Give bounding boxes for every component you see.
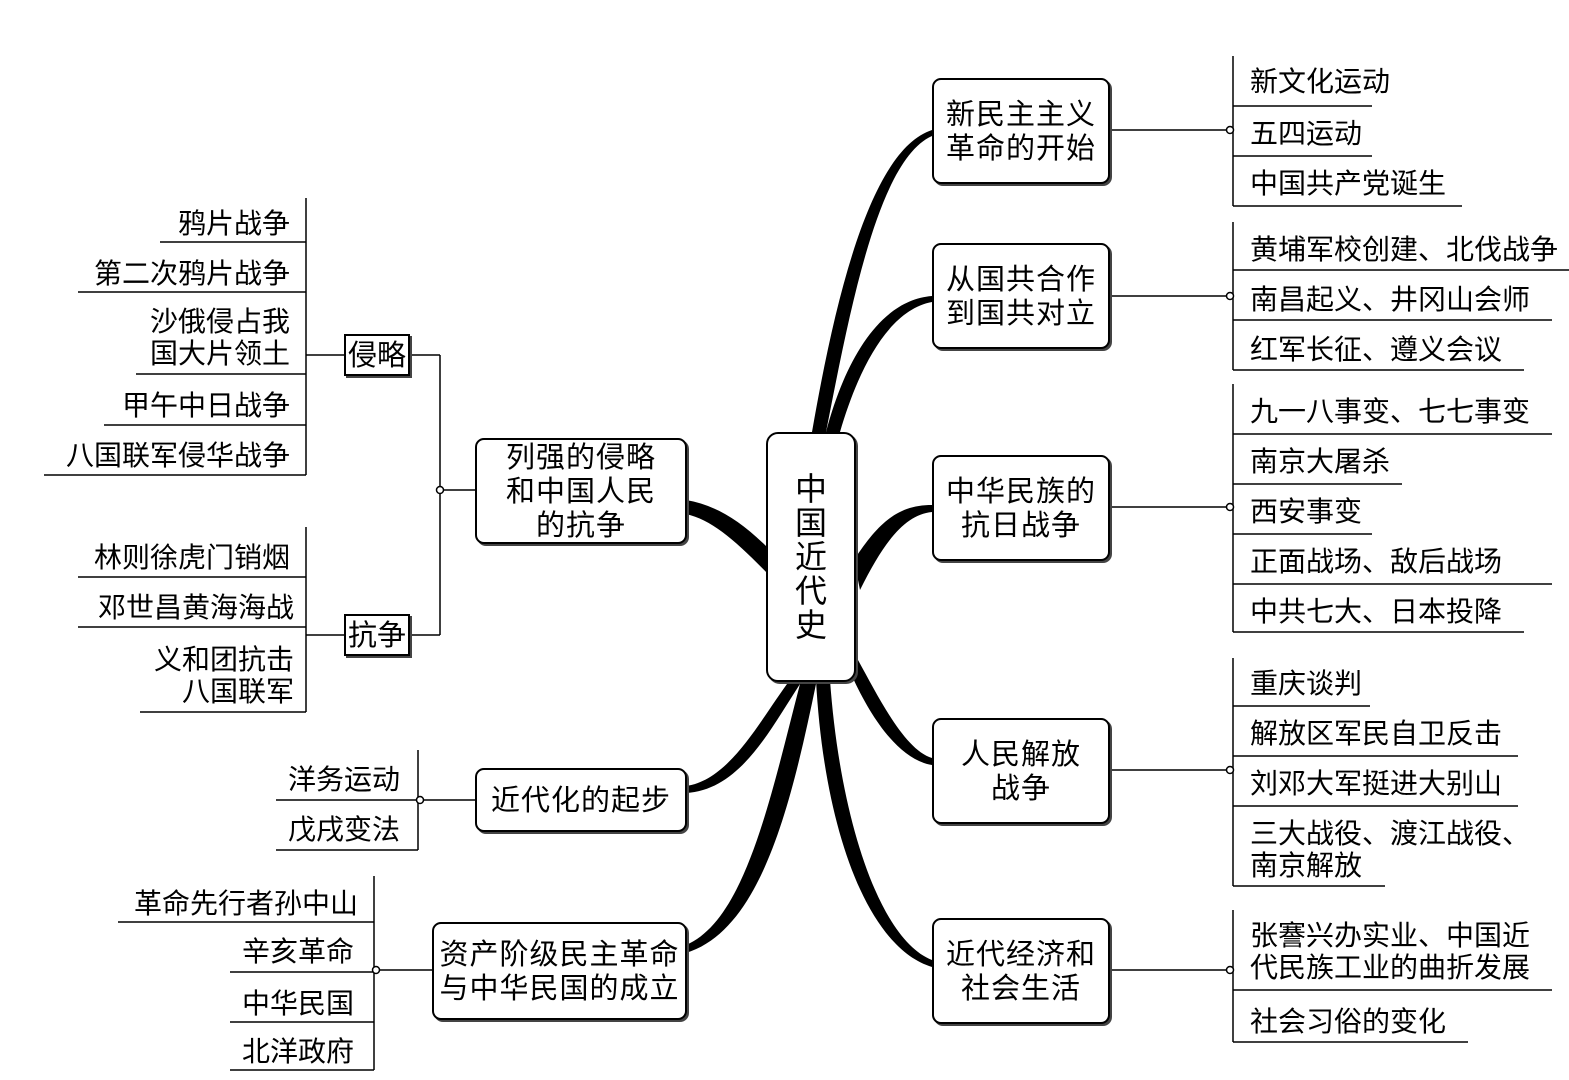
node-modernization: 近代化的起步 xyxy=(475,768,687,832)
branch-new-democratic xyxy=(812,130,932,432)
sub-connectors xyxy=(44,56,1569,1071)
leaf-item: 洋务运动 xyxy=(287,763,400,796)
leaf-item: 五四运动 xyxy=(1250,117,1363,150)
node-kmt-cpc: 从国共合作 到国共对立 xyxy=(932,243,1110,349)
branch-economy xyxy=(816,680,932,967)
leaf-item: 刘邓大军挺进大别山 xyxy=(1250,767,1503,800)
leaf-item: 红军长征、遵义会议 xyxy=(1250,333,1503,366)
leaf-item: 沙俄侵占我 国大片领土 xyxy=(149,305,290,370)
leaf-item: 南昌起义、井冈山会师 xyxy=(1250,283,1531,316)
leaf-item: 解放区军民自卫反击 xyxy=(1250,717,1503,750)
node-modernization-title: 近代化的起步 xyxy=(490,783,671,817)
leaf-item: 戊戌变法 xyxy=(287,813,400,846)
node-revolution-title: 资产阶级民主革命 与中华民国的成立 xyxy=(439,937,680,1005)
branch-revolution xyxy=(686,684,816,953)
leaf-item: 中国共产党诞生 xyxy=(1250,167,1447,200)
leaf-item: 南京大屠杀 xyxy=(1250,445,1391,478)
node-revolution: 资产阶级民主革命 与中华民国的成立 xyxy=(432,922,687,1020)
leaf-item: 新文化运动 xyxy=(1250,65,1391,98)
node-economy-title: 近代经济和 社会生活 xyxy=(945,937,1096,1005)
node-aggression: 列强的侵略 和中国人民 的抗争 xyxy=(475,438,687,544)
junction-dots xyxy=(371,125,1235,975)
node-new-democratic-title: 新民主主义 革命的开始 xyxy=(945,97,1096,165)
leaf-item: 三大战役、渡江战役、 南京解放 xyxy=(1250,817,1531,882)
node-economy: 近代经济和 社会生活 xyxy=(932,918,1110,1024)
tag-resistance: 抗争 xyxy=(344,614,410,656)
branch-anti-japanese xyxy=(854,505,932,590)
node-anti-japanese: 中华民族的 抗日战争 xyxy=(932,455,1110,561)
tag-invasion: 侵略 xyxy=(344,334,410,376)
leaf-item: 革命先行者孙中山 xyxy=(133,887,358,920)
tag-invasion-label: 侵略 xyxy=(347,338,406,372)
branch-kmt-cpc xyxy=(826,296,932,432)
leaf-item: 甲午中日战争 xyxy=(121,389,290,422)
leaf-item: 中共七大、日本投降 xyxy=(1250,595,1503,628)
center-title: 中 国 近 代 史 xyxy=(794,470,827,644)
leaf-item: 辛亥革命 xyxy=(241,935,354,968)
center-node: 中 国 近 代 史 xyxy=(766,432,856,682)
leaf-item: 张謇兴办实业、中国近 代民族工业的曲折发展 xyxy=(1250,919,1531,984)
leaf-item: 重庆谈判 xyxy=(1250,667,1363,700)
leaf-item: 中华民国 xyxy=(241,987,354,1020)
branch-aggression xyxy=(686,500,768,574)
leaf-item: 北洋政府 xyxy=(241,1035,354,1068)
branch-modernization xyxy=(686,680,800,793)
leaf-item: 第二次鸦片战争 xyxy=(93,257,290,290)
node-liberation-title: 人民解放 战争 xyxy=(960,737,1081,805)
node-new-democratic: 新民主主义 革命的开始 xyxy=(932,78,1110,184)
branch-liberation xyxy=(852,660,932,765)
leaf-item: 正面战场、敌后战场 xyxy=(1250,545,1503,578)
node-anti-japanese-title: 中华民族的 抗日战争 xyxy=(945,474,1096,542)
leaf-item: 义和团抗击 八国联军 xyxy=(153,643,294,708)
main-branches xyxy=(686,130,932,967)
leaf-item: 九一八事变、七七事变 xyxy=(1250,395,1531,428)
leaf-item: 社会习俗的变化 xyxy=(1250,1005,1447,1038)
node-kmt-cpc-title: 从国共合作 到国共对立 xyxy=(945,262,1096,330)
leaf-item: 林则徐虎门销烟 xyxy=(93,541,290,574)
leaf-item: 黄埔军校创建、北伐战争 xyxy=(1250,234,1559,266)
leaf-item: 西安事变 xyxy=(1250,495,1363,528)
node-aggression-title: 列强的侵略 和中国人民 的抗争 xyxy=(505,440,656,542)
leaf-item: 八国联军侵华战争 xyxy=(65,439,290,472)
leaf-item: 邓世昌黄海海战 xyxy=(97,591,294,624)
tag-resistance-label: 抗争 xyxy=(347,618,406,652)
leaf-item: 鸦片战争 xyxy=(177,207,290,240)
node-liberation: 人民解放 战争 xyxy=(932,718,1110,824)
